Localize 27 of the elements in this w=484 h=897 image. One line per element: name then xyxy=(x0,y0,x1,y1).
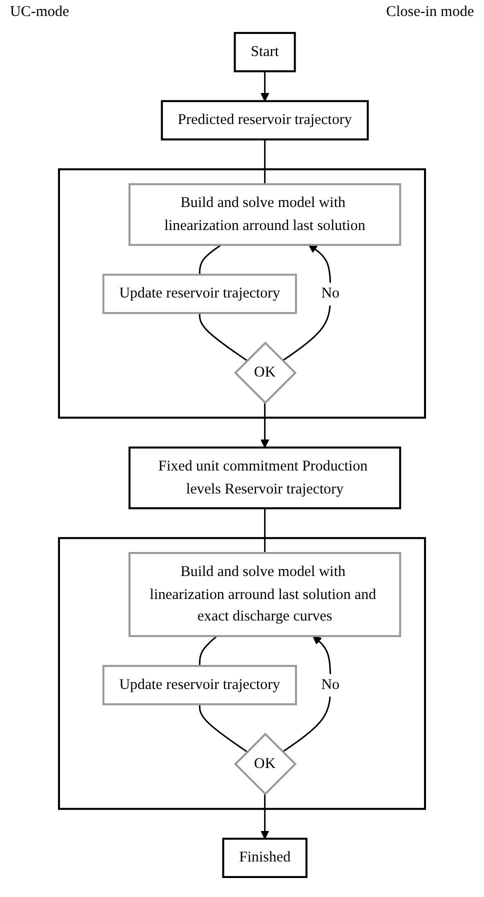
connector xyxy=(198,636,218,666)
node-box: Build and solve model with linearization arround last solution and exact discharge curves xyxy=(128,552,402,638)
section-label: UC-mode xyxy=(10,4,70,21)
connector xyxy=(198,244,222,275)
node-box: Update reservoir trajectory xyxy=(102,664,297,706)
connector xyxy=(198,313,248,362)
node-box: Predicted reservoir trajectory xyxy=(160,100,369,140)
connector xyxy=(198,704,248,752)
node-box: Start xyxy=(234,32,296,72)
node-box: Fixed unit commitment Production levels Reservoir trajectory xyxy=(128,446,402,510)
edge-label: No xyxy=(321,286,340,302)
section-label: Close-in mode xyxy=(386,4,474,21)
node-diamond: OK xyxy=(234,341,297,404)
arrow xyxy=(260,71,270,102)
edge-label: No xyxy=(321,676,340,693)
connector xyxy=(264,139,266,184)
node-box: Finished xyxy=(222,838,308,878)
connector xyxy=(264,508,266,553)
cluster xyxy=(58,537,426,810)
node-diamond: OK xyxy=(234,732,297,796)
arrow xyxy=(282,636,332,752)
node-box: Build and solve model with linearization arround last solution xyxy=(128,183,402,246)
arrow xyxy=(282,244,332,362)
cluster xyxy=(58,168,426,419)
arrow xyxy=(260,794,270,840)
arrow xyxy=(260,402,270,448)
node-box: Update reservoir trajectory xyxy=(102,274,297,314)
